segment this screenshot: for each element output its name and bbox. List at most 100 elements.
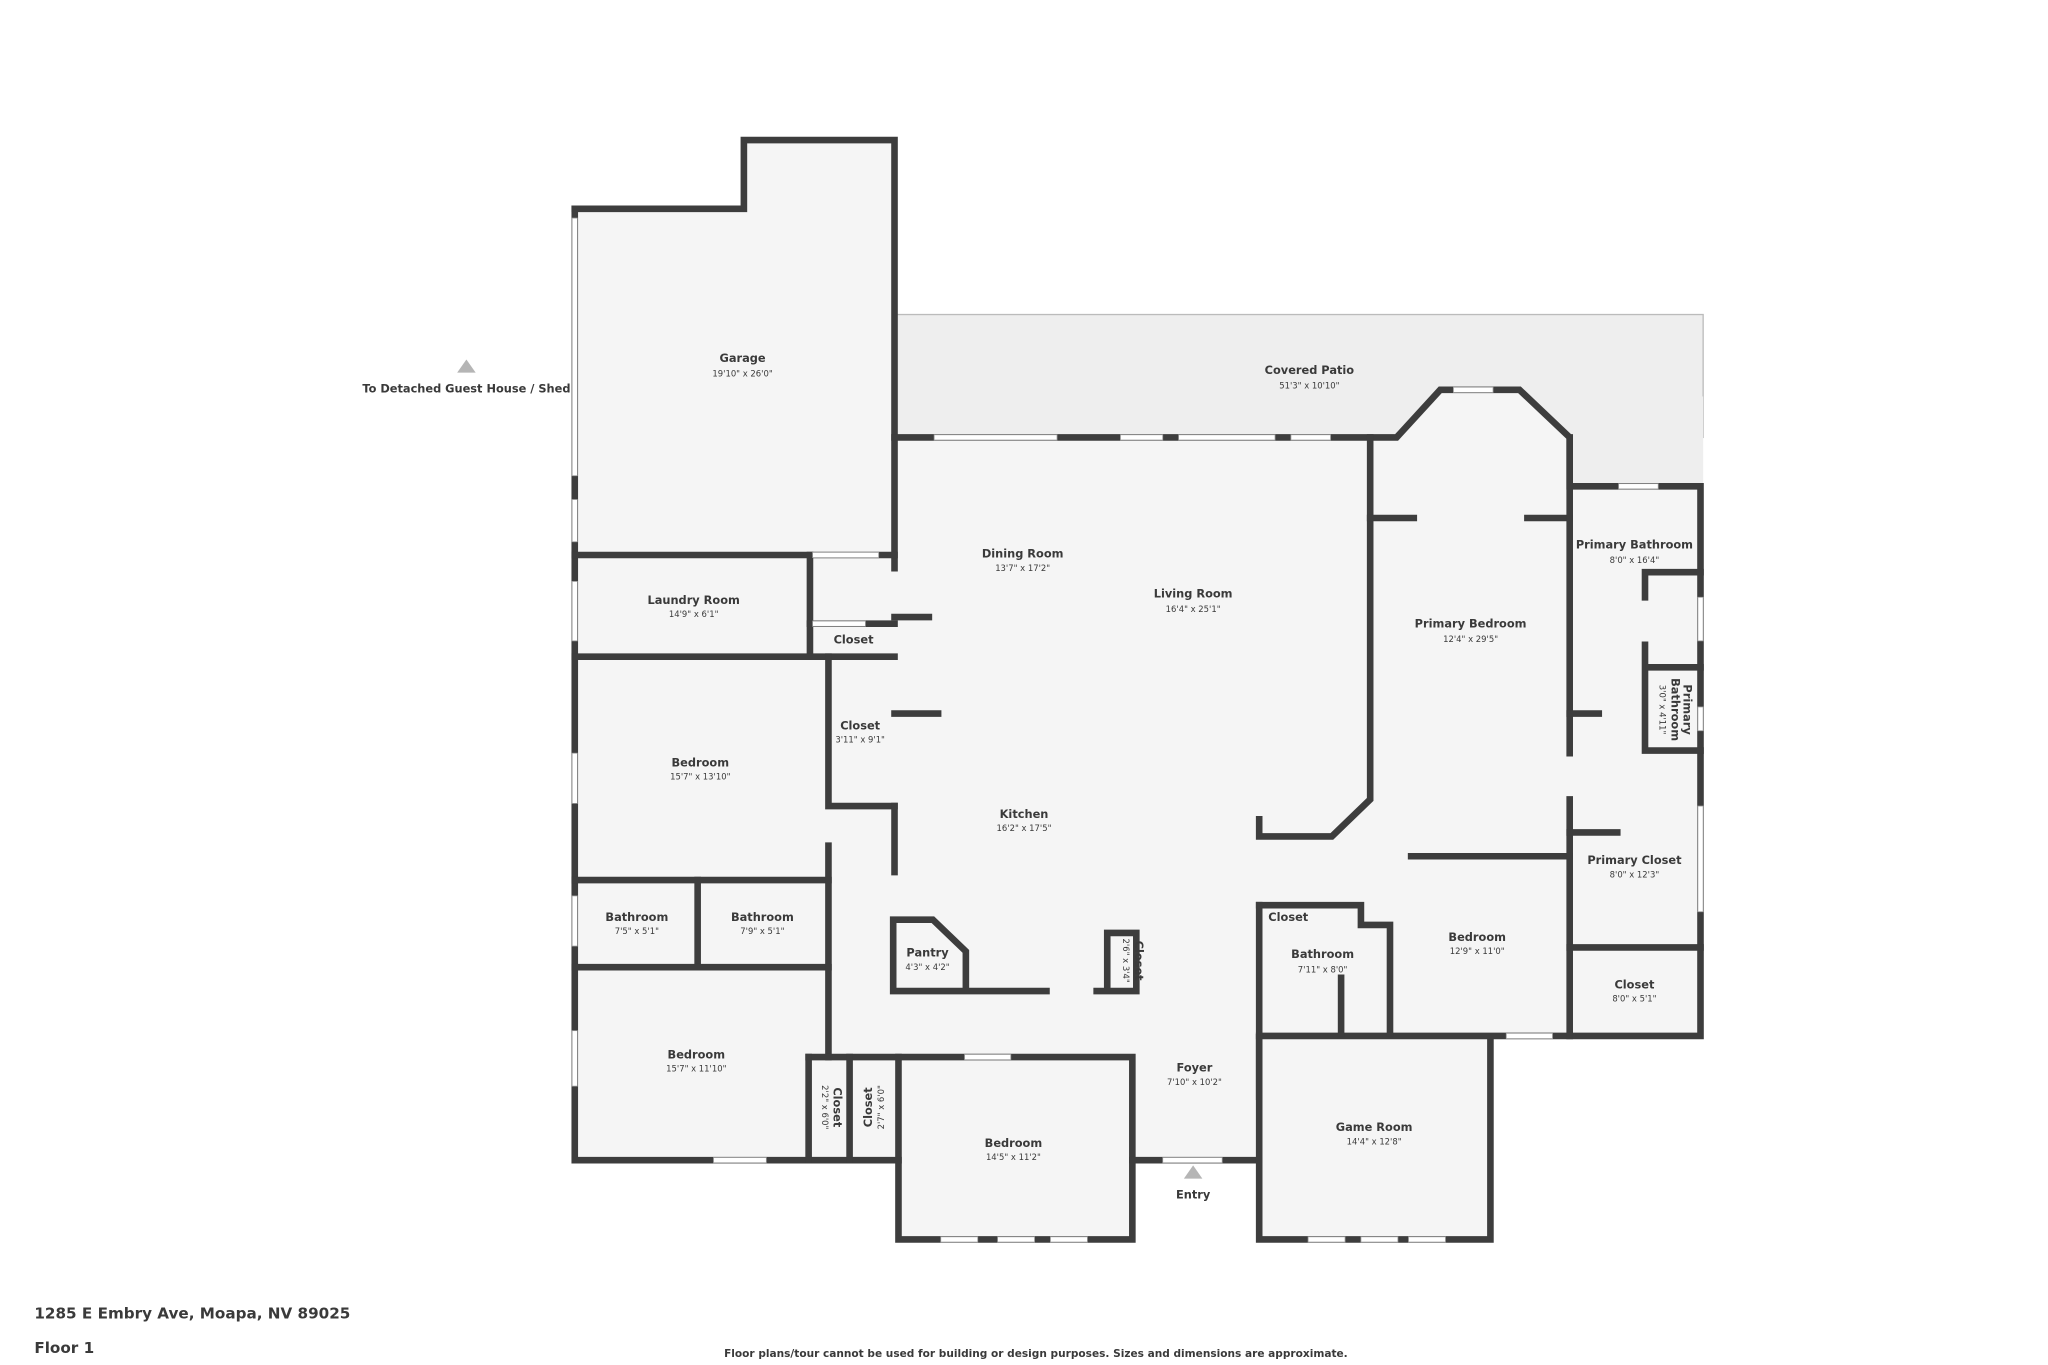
room-name: Closet bbox=[1268, 910, 1308, 924]
room-name: Primary Closet bbox=[1587, 853, 1682, 867]
room-name: Kitchen bbox=[1000, 807, 1049, 821]
room-name: Closet bbox=[840, 718, 880, 732]
window bbox=[713, 1157, 767, 1164]
room-closet-bath3: Closet bbox=[1268, 910, 1308, 924]
room-name: Closet bbox=[1132, 941, 1146, 981]
covered-patio-area-right bbox=[1569, 396, 1704, 487]
address: 1285 E Embry Ave, Moapa, NV 89025 bbox=[34, 1305, 350, 1323]
entry-label[interactable]: Entry bbox=[1176, 1187, 1211, 1201]
window bbox=[1307, 1236, 1346, 1243]
window bbox=[1408, 1236, 1446, 1243]
room-dims: 51'3" x 10'10" bbox=[1279, 381, 1339, 391]
window bbox=[1120, 434, 1164, 441]
room-name: Covered Patio bbox=[1265, 363, 1355, 377]
window bbox=[1618, 483, 1659, 490]
room-dims: 14'4" x 12'8" bbox=[1347, 1136, 1402, 1146]
room-name: Closet bbox=[1614, 977, 1654, 991]
room-dims: 8'0" x 16'4" bbox=[1610, 555, 1660, 565]
room-name: Living Room bbox=[1154, 586, 1233, 600]
room-dims: 16'4" x 25'1" bbox=[1166, 604, 1221, 614]
room-name: Closet bbox=[834, 633, 874, 647]
window bbox=[1453, 386, 1494, 393]
room-name: Bathroom bbox=[1291, 947, 1354, 961]
window bbox=[812, 551, 880, 559]
room-name: Pantry bbox=[906, 946, 949, 960]
room-name: Bedroom bbox=[672, 755, 730, 769]
room-dims: 8'0" x 5'1" bbox=[1612, 994, 1656, 1004]
room-name: Primary bbox=[1680, 684, 1694, 735]
room-name: Bathroom bbox=[1668, 678, 1682, 741]
windows bbox=[571, 217, 1704, 1243]
window bbox=[1697, 706, 1704, 732]
room-dims: 7'5" x 5'1" bbox=[615, 926, 659, 936]
room-name: Dining Room bbox=[982, 547, 1064, 561]
room-dims: 7'11" x 8'0" bbox=[1298, 965, 1348, 975]
window bbox=[571, 752, 578, 804]
wall bbox=[1255, 434, 1374, 840]
wall bbox=[571, 136, 898, 572]
window bbox=[1178, 434, 1276, 441]
room-kitchen: Kitchen 16'2" x 17'5" bbox=[997, 807, 1052, 833]
room-name: Primary Bedroom bbox=[1415, 617, 1527, 631]
window bbox=[964, 1054, 1012, 1061]
room-covered-patio: Covered Patio 51'3" x 10'10" bbox=[1265, 363, 1355, 391]
room-dims: 14'9" x 6'1" bbox=[669, 609, 719, 619]
house-floor bbox=[574, 140, 1701, 1240]
room-bathroom-3: Bathroom 7'11" x 8'0" bbox=[1291, 947, 1354, 975]
room-dims: 15'7" x 11'10" bbox=[666, 1064, 726, 1074]
disclaimer: Floor plans/tour cannot be used for buil… bbox=[724, 1348, 1348, 1360]
room-dining: Dining Room 13'7" x 17'2" bbox=[982, 547, 1064, 573]
room-dims: 13'7" x 17'2" bbox=[995, 563, 1050, 573]
wall bbox=[889, 916, 1050, 995]
room-closet-right: Closet 8'0" x 5'1" bbox=[1612, 977, 1656, 1003]
window bbox=[1360, 1236, 1399, 1243]
room-name: Bedroom bbox=[668, 1047, 726, 1061]
room-closet-laundry: Closet bbox=[834, 633, 874, 647]
room-name: Closet bbox=[831, 1087, 845, 1127]
floor-label: Floor 1 bbox=[34, 1339, 94, 1357]
room-dims: 4'3" x 4'2" bbox=[905, 962, 949, 972]
room-bathroom-1: Bathroom 7'5" x 5'1" bbox=[605, 910, 668, 936]
room-name: Garage bbox=[720, 351, 766, 365]
window bbox=[1290, 434, 1331, 441]
entry-marker-icon[interactable] bbox=[1183, 1165, 1203, 1179]
room-dims: 12'4" x 29'5" bbox=[1443, 634, 1498, 644]
window bbox=[997, 1236, 1035, 1243]
room-name: Bedroom bbox=[985, 1136, 1043, 1150]
room-dims: 2'2" x 6'0" bbox=[820, 1085, 830, 1129]
room-dims: 2'7" x 6'0" bbox=[876, 1085, 886, 1129]
room-name: Bathroom bbox=[605, 910, 668, 924]
room-living: Living Room 16'4" x 25'1" bbox=[1154, 586, 1233, 614]
window bbox=[1697, 805, 1704, 913]
room-name: Bedroom bbox=[1448, 930, 1506, 944]
wall bbox=[895, 1053, 1136, 1243]
wall bbox=[1641, 641, 1704, 754]
room-name: Foyer bbox=[1177, 1061, 1213, 1075]
window bbox=[812, 620, 866, 627]
window bbox=[933, 434, 1058, 441]
guest-house-label[interactable]: To Detached Guest House / Shed bbox=[362, 381, 570, 395]
room-dims: 16'2" x 17'5" bbox=[997, 823, 1052, 833]
guest-house-marker-icon[interactable] bbox=[457, 359, 476, 373]
room-dims: 2'6" x 3'4" bbox=[1121, 939, 1131, 983]
covered-patio-area bbox=[893, 313, 1704, 439]
room-pantry: Pantry 4'3" x 4'2" bbox=[905, 946, 949, 972]
window bbox=[1697, 596, 1704, 642]
room-name: Primary Bathroom bbox=[1576, 537, 1693, 551]
room-primary-closet: Primary Closet 8'0" x 12'3" bbox=[1587, 853, 1682, 879]
wall bbox=[1093, 929, 1140, 995]
room-dims: 8'0" x 12'3" bbox=[1610, 869, 1660, 879]
window bbox=[1505, 1032, 1553, 1039]
window bbox=[571, 217, 578, 477]
room-dims: 7'9" x 5'1" bbox=[740, 926, 784, 936]
